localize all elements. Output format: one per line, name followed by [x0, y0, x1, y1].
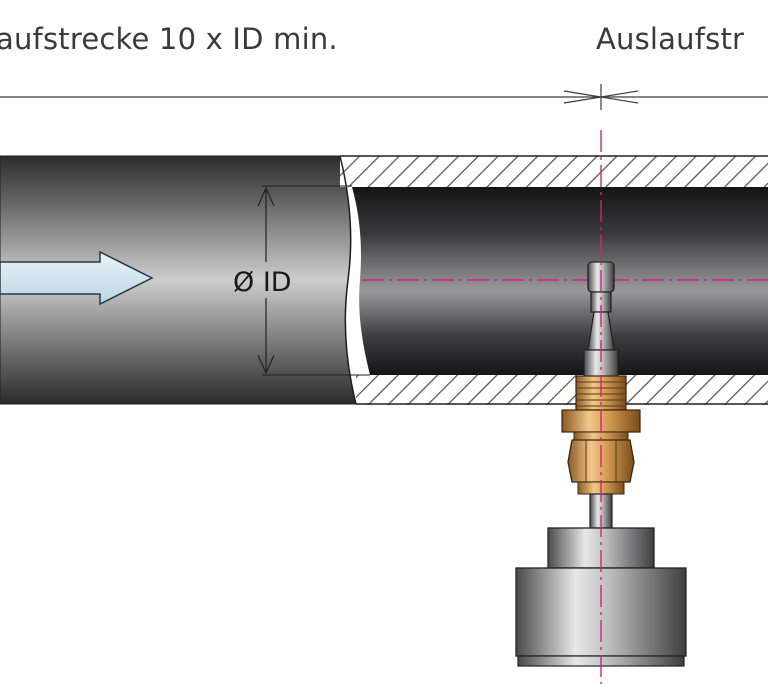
pipe-interior — [352, 187, 768, 375]
diameter-dimension — [257, 185, 370, 376]
flow-arrow — [0, 250, 154, 306]
pipe-wall-top — [340, 156, 768, 187]
outlet-length-label: Auslaufstr — [596, 22, 745, 56]
pipe-wall-bottom — [356, 375, 768, 405]
dimension-line — [0, 84, 768, 110]
diameter-label: Ø ID — [233, 267, 292, 298]
inlet-length-label: aufstrecke 10 x ID min. — [0, 22, 338, 56]
